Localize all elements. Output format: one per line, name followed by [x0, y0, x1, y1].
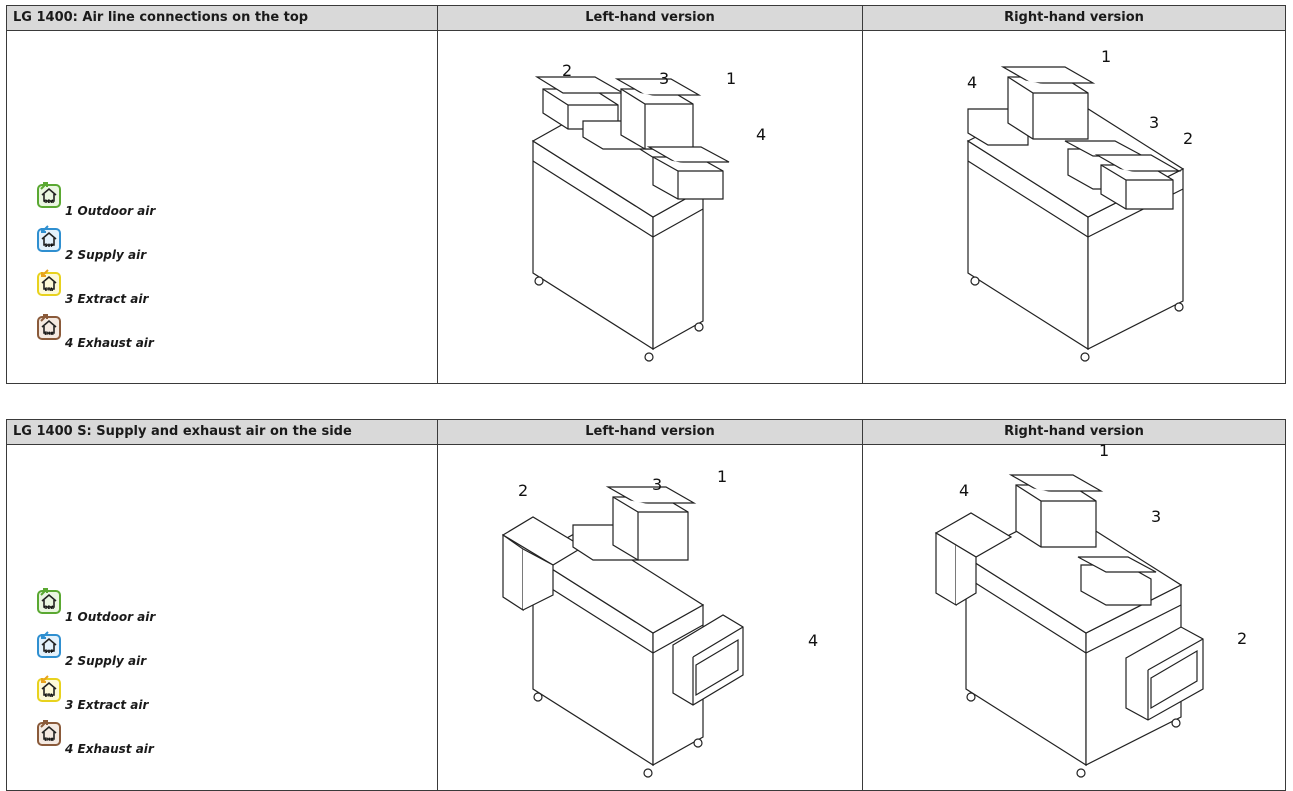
connection-number-4: 4	[756, 125, 767, 144]
ventilation-unit-drawing	[966, 66, 1185, 362]
connection-number-4: 4	[959, 481, 970, 500]
legend-label: 4 Exhaust air	[65, 742, 154, 756]
left-version-cell: 2 3 1 4	[438, 31, 863, 383]
connection-number-2: 2	[562, 61, 573, 80]
right-version-header: Right-hand version	[1004, 424, 1144, 439]
legend-cell: ODA 1 Outdoor air SUP 2 Supply air	[7, 445, 438, 790]
connection-number-1: 1	[1099, 441, 1110, 460]
connection-number-3: 3	[1149, 113, 1160, 132]
table-header-row: LG 1400 S: Supply and exhaust air on the…	[7, 420, 1285, 445]
legend-code: ETA	[44, 287, 54, 292]
air-legend: ODA 1 Outdoor air SUP 2 Supply air	[37, 585, 155, 762]
legend-code: EHA	[44, 331, 54, 336]
connection-number-4: 4	[967, 73, 978, 92]
connection-number-2: 2	[1237, 629, 1248, 648]
legend-label: 3 Extract air	[65, 698, 149, 712]
right-version-cell: 1 4 3 2	[863, 31, 1285, 383]
table-title: LG 1400 S: Supply and exhaust air on the…	[7, 420, 438, 444]
exhaust-air-house-icon: EHA	[37, 720, 61, 746]
connection-number-1: 1	[726, 69, 737, 88]
table-header-row: LG 1400: Air line connections on the top…	[7, 6, 1285, 31]
legend-code: ODA	[44, 605, 54, 610]
legend-label: 3 Extract air	[65, 292, 149, 306]
connection-number-4: 4	[808, 631, 819, 650]
table-title: LG 1400: Air line connections on the top	[7, 6, 438, 30]
legend-label: 4 Exhaust air	[65, 336, 154, 350]
connection-number-3: 3	[659, 69, 670, 88]
table-side-connections: LG 1400 S: Supply and exhaust air on the…	[6, 419, 1286, 791]
legend-code: ODA	[44, 199, 54, 204]
connection-number-2: 2	[518, 481, 529, 500]
ventilation-unit-drawing	[501, 486, 744, 778]
connection-number-1: 1	[1101, 47, 1112, 66]
left-version-cell: 2 3 1 4	[438, 445, 863, 790]
right-version-cell: 1 4 3 2	[863, 441, 1285, 790]
legend-label: 2 Supply air	[65, 654, 147, 668]
legend-item-outdoor: ODA 1 Outdoor air	[37, 179, 155, 224]
ventilation-unit-drawing	[934, 474, 1204, 778]
legend-cell: ODA 1 Outdoor air SUP 2 Supply air	[7, 31, 438, 383]
left-version-header: Left-hand version	[438, 420, 863, 444]
legend-item-supply: SUP 2 Supply air	[37, 223, 155, 268]
supply-air-house-icon: SUP	[37, 631, 61, 658]
legend-item-extract: ETA 3 Extract air	[37, 267, 155, 312]
legend-item-outdoor: ODA 1 Outdoor air	[37, 585, 155, 630]
supply-air-house-icon: SUP	[37, 225, 61, 252]
connection-number-2: 2	[1183, 129, 1194, 148]
legend-code: SUP	[44, 243, 54, 248]
outdoor-air-house-icon: ODA	[37, 588, 61, 614]
extract-air-house-icon: ETA	[37, 269, 61, 296]
connection-number-3: 3	[1151, 507, 1162, 526]
legend-code: SUP	[44, 649, 54, 654]
legend-label: 1 Outdoor air	[65, 610, 156, 624]
ventilation-unit-drawing	[531, 76, 730, 362]
legend-item-extract: ETA 3 Extract air	[37, 673, 155, 718]
air-legend: ODA 1 Outdoor air SUP 2 Supply air	[37, 179, 155, 356]
connection-number-1: 1	[717, 467, 728, 486]
legend-label: 2 Supply air	[65, 248, 147, 262]
legend-code: EHA	[44, 737, 54, 742]
left-version-header: Left-hand version	[438, 6, 863, 30]
legend-label: 1 Outdoor air	[65, 204, 156, 218]
table-top-connections: LG 1400: Air line connections on the top…	[6, 5, 1286, 384]
legend-item-supply: SUP 2 Supply air	[37, 629, 155, 674]
legend-item-exhaust: EHA 4 Exhaust air	[37, 717, 155, 762]
exhaust-air-house-icon: EHA	[37, 314, 61, 340]
right-version-header: Right-hand version	[1004, 10, 1144, 25]
connection-number-3: 3	[652, 475, 663, 494]
legend-code: ETA	[44, 693, 54, 698]
legend-item-exhaust: EHA 4 Exhaust air	[37, 311, 155, 356]
extract-air-house-icon: ETA	[37, 675, 61, 702]
outdoor-air-house-icon: ODA	[37, 182, 61, 208]
